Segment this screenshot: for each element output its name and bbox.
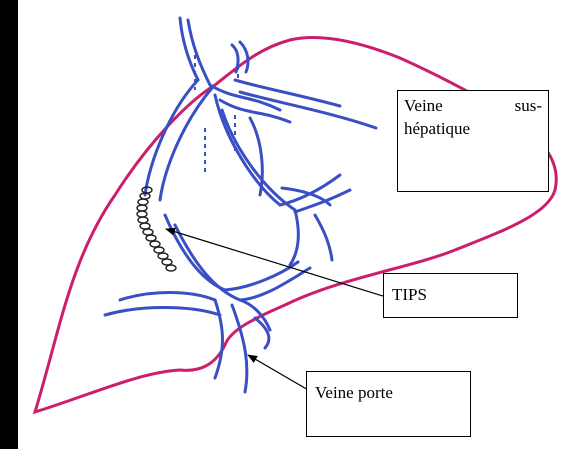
label-sus-word1: Veine: [404, 95, 443, 118]
label-sus-word2: sus-: [515, 95, 542, 118]
label-tips: TIPS: [383, 273, 518, 318]
label-veine-sus-hepatique: Veine sus- hépatique: [397, 90, 549, 192]
label-sus-line2: hépatique: [404, 118, 542, 141]
label-tips-text: TIPS: [392, 285, 427, 304]
label-veine-porte: Veine porte: [306, 371, 471, 437]
label-porte-text: Veine porte: [315, 383, 393, 402]
